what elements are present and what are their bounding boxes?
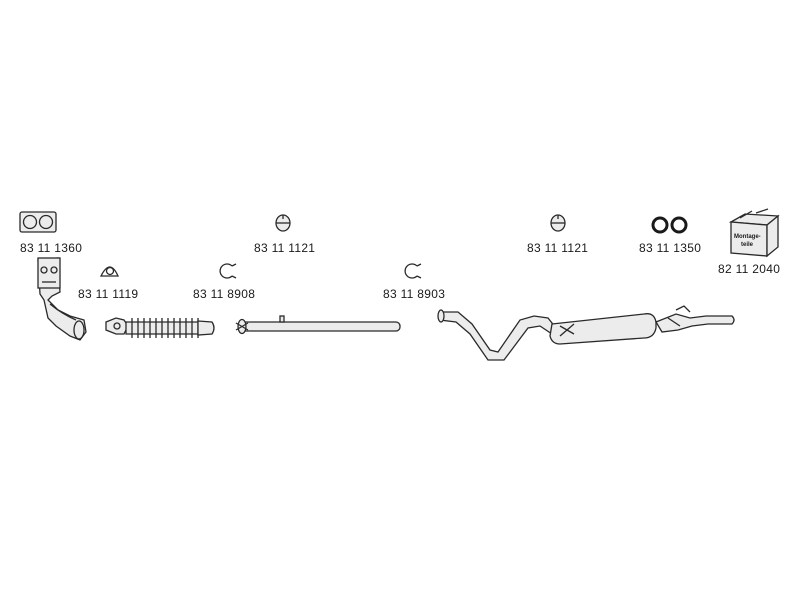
label-clamp-small: 83 11 1119 <box>78 287 139 301</box>
hanger-front <box>275 214 291 232</box>
rear-muffler-assembly <box>437 305 735 361</box>
label-clamp-front: 83 11 8908 <box>193 287 256 301</box>
label-gasket-manifold: 83 11 1360 <box>20 241 83 255</box>
manifold-gasket <box>19 211 57 233</box>
label-mounting-kit: 82 11 2040 <box>718 262 781 276</box>
clamp-rear <box>404 263 422 279</box>
hanger-rear <box>550 214 566 232</box>
middle-pipe <box>235 315 401 335</box>
label-hanger-front: 83 11 1121 <box>254 241 316 255</box>
o-rings <box>651 216 688 234</box>
label-o-rings: 83 11 1350 <box>639 241 702 255</box>
label-hanger-rear: 83 11 1121 <box>527 241 589 255</box>
mounting-kit-text-line1: Montage- <box>734 234 761 240</box>
clamp-front <box>219 263 237 279</box>
mounting-kit-text-line2: teile <box>741 242 754 248</box>
label-clamp-rear: 83 11 8903 <box>383 287 446 301</box>
mounting-kit-box <box>728 208 780 258</box>
flex-pipe <box>105 317 215 338</box>
clamp-small <box>99 266 120 277</box>
manifold-downpipe <box>37 257 87 341</box>
